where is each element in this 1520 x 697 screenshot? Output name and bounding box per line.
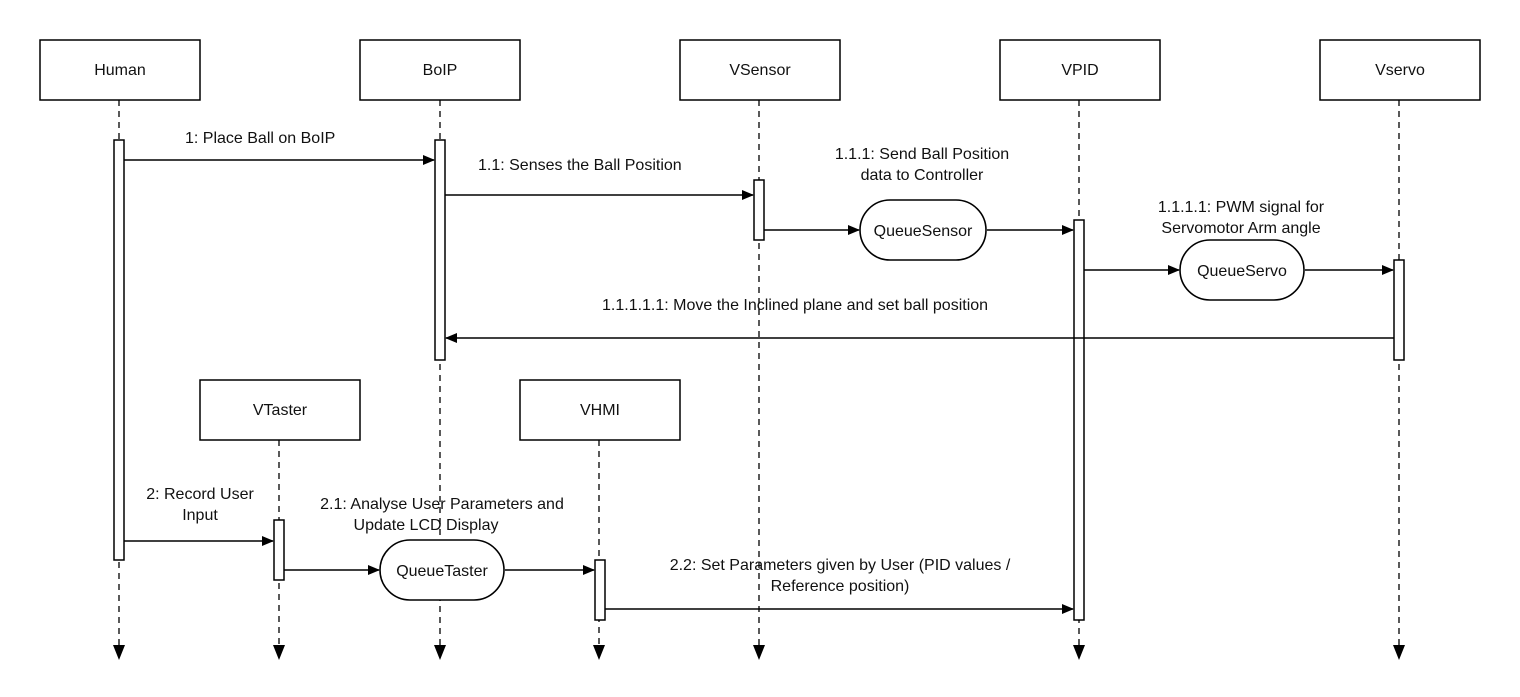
activations [113,139,1405,621]
queues: QueueSensor QueueServo QueueTaster [379,199,1305,601]
participant-vsensor[interactable]: VSensor [679,39,841,101]
message-1-label: 1: Place Ball on BoIP [185,130,335,147]
message-1-1-1-1-label-line1: 1.1.1.1: PWM signal for [1158,199,1325,216]
vsensor-activation [753,179,765,241]
participant-vsensor-label: VSensor [729,62,791,79]
message-1-1-label: 1.1: Senses the Ball Position [478,157,682,174]
vpid-activation [1073,219,1085,621]
human-activation [113,139,125,561]
message-1-1-1-1-label-line2: Servomotor Arm angle [1161,220,1320,237]
participant-boip[interactable]: BoIP [359,39,521,101]
queue-taster[interactable]: QueueTaster [379,539,505,601]
queue-sensor[interactable]: QueueSensor [859,199,987,261]
participant-vservo[interactable]: Vservo [1319,39,1481,101]
participant-vhmi[interactable]: VHMI [519,379,681,441]
vsensor-lifeline-end [753,645,765,660]
message-2-1-label-line1: 2.1: Analyse User Parameters and [320,496,564,513]
vservo-activation [1393,259,1405,361]
message-1-1-1-label-line2: data to Controller [861,167,984,184]
message-2-2-label-line1: 2.2: Set Parameters given by User (PID v… [670,557,1011,574]
message-1-1-1-1-1-label: 1.1.1.1.1: Move the Inclined plane and s… [602,297,988,314]
message-2-label-line1: 2: Record User [146,486,254,503]
message-1-1-1-label-line1: 1.1.1: Send Ball Position [835,146,1009,163]
queue-sensor-label: QueueSensor [874,223,973,240]
message-2-1-label-line2: Update LCD Display [354,517,499,534]
participant-vtaster-label: VTaster [253,402,308,419]
participant-vpid[interactable]: VPID [999,39,1161,101]
vhmi-activation [594,559,606,621]
queue-taster-label: QueueTaster [396,563,488,580]
queue-servo[interactable]: QueueServo [1179,239,1305,301]
participant-vservo-label: Vservo [1375,62,1425,79]
participant-vhmi-label: VHMI [580,402,620,419]
participant-human[interactable]: Human [39,39,201,101]
message-2-2-label-line2: Reference position) [771,578,910,595]
boip-activation [434,139,446,361]
boip-lifeline-end [434,645,446,660]
participant-vpid-label: VPID [1061,62,1098,79]
message-2-label-line2: Input [182,507,218,524]
human-lifeline-end [113,645,125,660]
lifeline-ends [113,645,1405,660]
vtaster-lifeline-end [273,645,285,660]
participant-vtaster[interactable]: VTaster [199,379,361,441]
participant-human-label: Human [94,62,146,79]
vtaster-activation [273,519,285,581]
queue-servo-label: QueueServo [1197,263,1287,280]
vhmi-lifeline-end [593,645,605,660]
vservo-lifeline-end [1393,645,1405,660]
vpid-lifeline-end [1073,645,1085,660]
messages: 1: Place Ball on BoIP 1.1: Senses the Ba… [124,130,1394,614]
participants: Human BoIP VSensor VPID Vservo VTaster V… [39,39,1481,441]
participant-boip-label: BoIP [423,62,458,79]
